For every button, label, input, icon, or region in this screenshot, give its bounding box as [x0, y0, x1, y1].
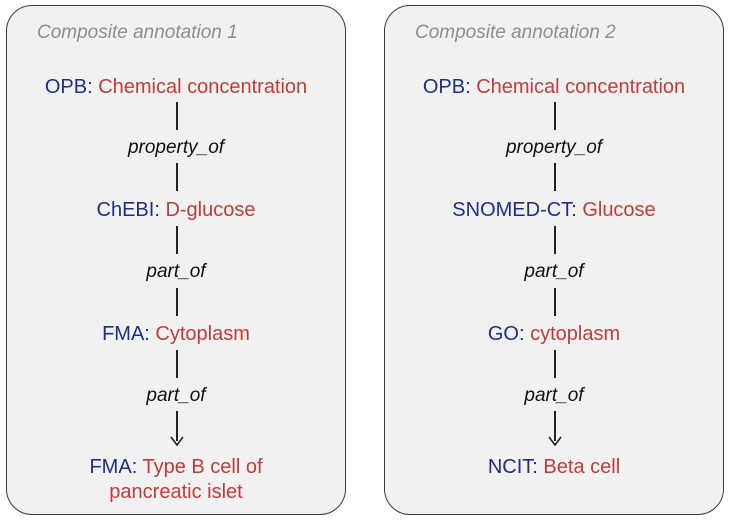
term-label: Chemical concentration: [476, 76, 686, 98]
ontology-label: OPB: [44, 76, 88, 98]
panel-title: Composite annotation 1: [37, 22, 238, 43]
annotation-node-chebi: ChEBI: D-glucose: [96, 199, 256, 221]
term-label: Beta cell: [543, 456, 621, 478]
annotation-node-fma-target: FMA: Type B cell of: [89, 456, 263, 478]
connector-line: [554, 350, 556, 378]
connector-line: [554, 163, 556, 191]
arrow-down-icon: [548, 436, 562, 447]
arrow-down-icon: [170, 436, 184, 447]
connector-line: [176, 226, 178, 254]
relation-label: part_of: [146, 261, 206, 282]
ontology-label: GO: [487, 323, 519, 345]
annotation-node-opb: OPB: Chemical concentration: [44, 76, 308, 98]
ontology-label: SNOMED-CT: [452, 199, 572, 221]
ontology-label: OPB: [422, 76, 466, 98]
term-label: Cytoplasm: [155, 323, 250, 345]
annotation-node-fma: FMA: Cytoplasm: [102, 323, 250, 345]
relation-label: property_of: [127, 137, 225, 158]
connector-line: [554, 411, 556, 441]
ontology-label: FMA: [89, 456, 132, 478]
connector-line: [554, 102, 556, 130]
connector-line: [176, 163, 178, 191]
ontology-label: FMA: [102, 323, 145, 345]
connector-line: [176, 350, 178, 378]
annotation-node-fma-target-line2: pancreatic islet: [7, 480, 345, 504]
connector-line: [554, 226, 556, 254]
annotation-node-snomed: SNOMED-CT: Glucose: [452, 199, 656, 221]
term-label: pancreatic islet: [109, 481, 243, 503]
annotation-node-ncit: NCIT: Beta cell: [487, 456, 621, 478]
connector-line: [176, 288, 178, 316]
connector-line: [176, 102, 178, 130]
annotation-node-opb: OPB: Chemical concentration: [422, 76, 686, 98]
ontology-label: NCIT: [487, 456, 533, 478]
connector-line: [554, 288, 556, 316]
connector-line: [176, 411, 178, 441]
relation-label: part_of: [524, 385, 584, 406]
ontology-label: ChEBI: [96, 199, 155, 221]
term-label: cytoplasm: [530, 323, 621, 345]
term-label: D-glucose: [165, 199, 256, 221]
term-label: Glucose: [582, 199, 656, 221]
annotation-node-go: GO: cytoplasm: [487, 323, 621, 345]
term-label: Chemical concentration: [98, 76, 308, 98]
composite-annotation-panel-2: Composite annotation 2 OPB: Chemical con…: [384, 5, 724, 515]
relation-label: part_of: [524, 261, 584, 282]
composite-annotation-panel-1: Composite annotation 1 OPB: Chemical con…: [6, 5, 346, 515]
panel-title: Composite annotation 2: [415, 22, 616, 43]
relation-label: property_of: [505, 137, 603, 158]
relation-label: part_of: [146, 385, 206, 406]
term-label: Type B cell of: [142, 456, 263, 478]
